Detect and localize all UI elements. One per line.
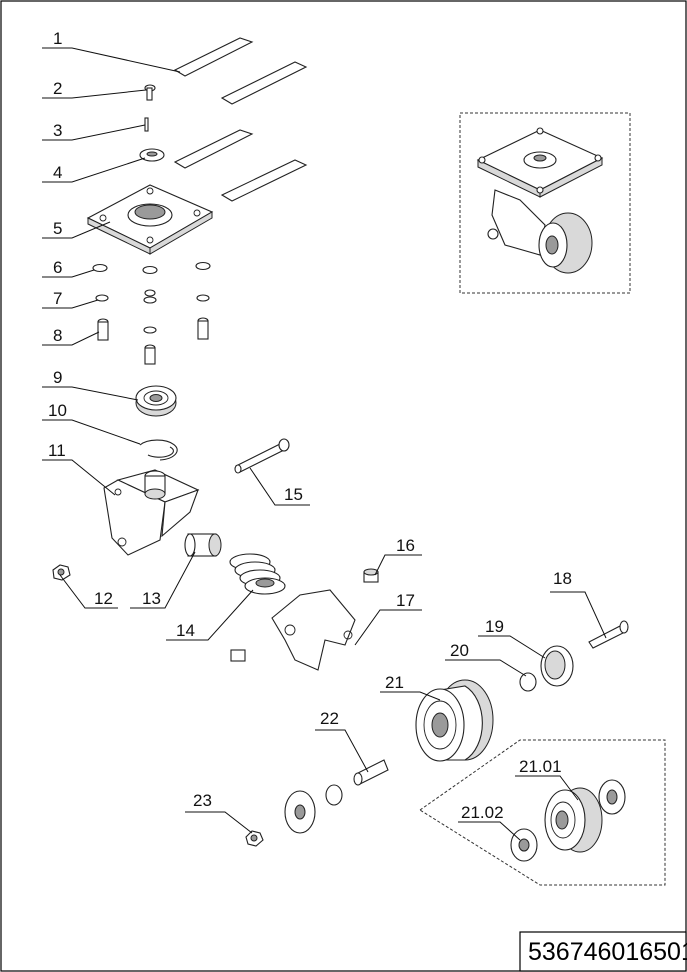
callout-21: 21 bbox=[385, 673, 404, 692]
bearing-9 bbox=[135, 385, 177, 417]
axle-18 bbox=[588, 620, 629, 649]
callout-21-01: 21.01 bbox=[519, 757, 562, 776]
callout-5: 5 bbox=[53, 219, 62, 238]
wheel-21 bbox=[415, 679, 494, 762]
pin-3 bbox=[144, 117, 149, 132]
callout-15: 15 bbox=[284, 485, 303, 504]
callout-12: 12 bbox=[94, 589, 113, 608]
callout-leaders bbox=[42, 47, 607, 841]
drawing-number: 536746016501 bbox=[528, 938, 687, 966]
callout-23: 23 bbox=[193, 791, 212, 810]
callout-2: 2 bbox=[53, 79, 62, 98]
callout-8: 8 bbox=[53, 326, 62, 345]
callout-13: 13 bbox=[142, 589, 161, 608]
callout-18: 18 bbox=[553, 569, 572, 588]
washers-and-screws bbox=[92, 261, 211, 365]
callout-14: 14 bbox=[176, 621, 195, 640]
callout-21-02: 21.02 bbox=[461, 803, 504, 822]
callout-labels: 1 2 3 4 5 6 7 8 9 10 11 12 13 14 15 16 1… bbox=[48, 29, 572, 822]
wheel-side-cap bbox=[284, 790, 316, 834]
nut-12 bbox=[52, 564, 71, 581]
callout-6: 6 bbox=[53, 258, 62, 277]
top-plate-5 bbox=[86, 184, 214, 255]
callout-10: 10 bbox=[48, 401, 67, 420]
shaft-22 bbox=[353, 759, 389, 786]
callout-3: 3 bbox=[53, 121, 62, 140]
ring-20 bbox=[519, 672, 537, 692]
assembled-view bbox=[459, 112, 631, 294]
callout-20: 20 bbox=[450, 641, 469, 660]
housing-11 bbox=[103, 469, 200, 556]
wheel-detail-view bbox=[419, 739, 666, 886]
circlip-10 bbox=[139, 439, 178, 461]
callout-16: 16 bbox=[396, 536, 415, 555]
callout-11: 11 bbox=[48, 441, 66, 460]
washer-4 bbox=[139, 148, 165, 162]
nut-23 bbox=[245, 830, 264, 847]
shim-plates bbox=[173, 37, 308, 202]
callout-7: 7 bbox=[53, 289, 62, 308]
pin-15 bbox=[234, 438, 290, 474]
callout-1: 1 bbox=[53, 29, 62, 48]
fork-17 bbox=[271, 589, 356, 671]
callout-4: 4 bbox=[53, 163, 62, 182]
callout-17: 17 bbox=[396, 591, 415, 610]
title-block: 536746016501 bbox=[519, 931, 687, 972]
spacer-13 bbox=[184, 533, 222, 557]
callout-9: 9 bbox=[53, 368, 62, 387]
callout-19: 19 bbox=[485, 617, 504, 636]
screw-2 bbox=[144, 84, 156, 101]
spring-14 bbox=[229, 553, 286, 595]
spacer-ring bbox=[325, 784, 343, 806]
bushing-lower bbox=[230, 649, 246, 662]
callout-22: 22 bbox=[320, 709, 339, 728]
cover-19 bbox=[540, 645, 574, 687]
bushing-16 bbox=[363, 568, 379, 583]
